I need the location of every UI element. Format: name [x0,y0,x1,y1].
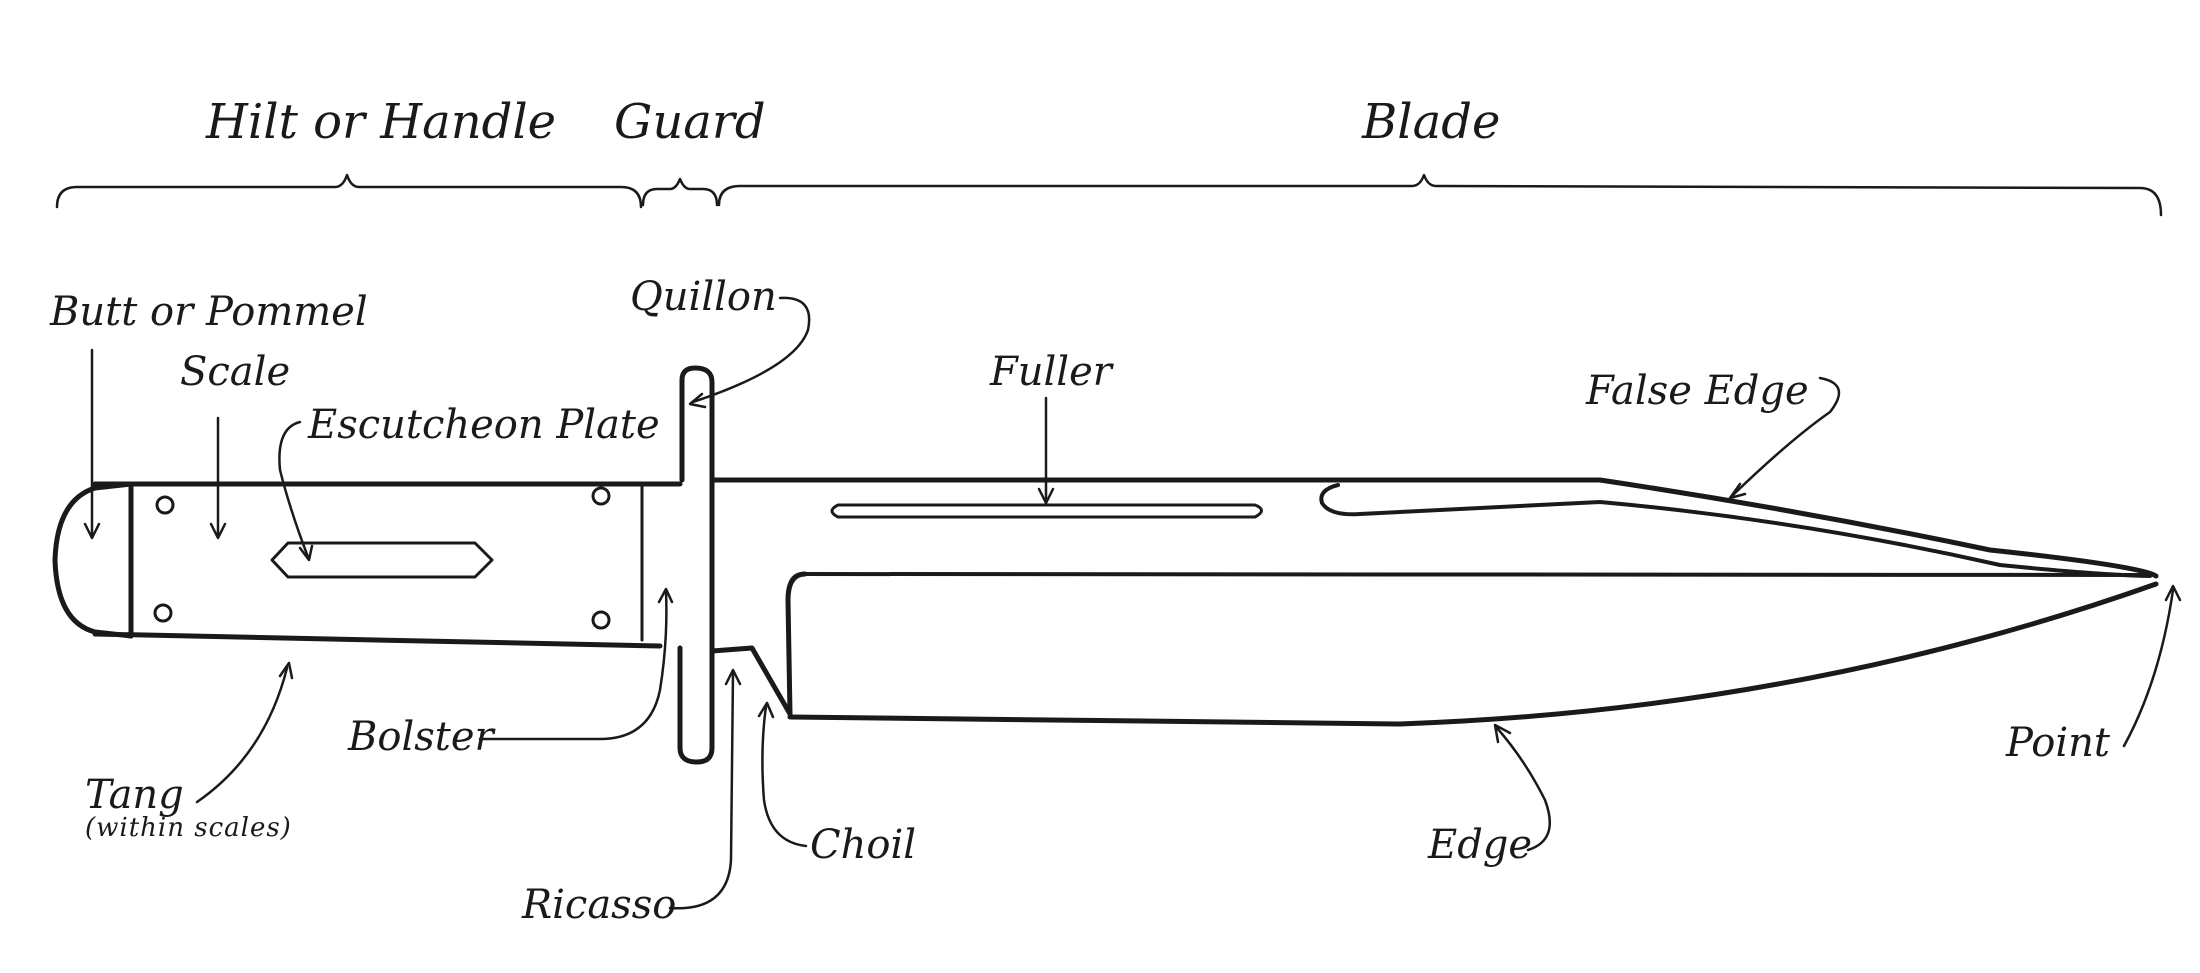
labels: Hilt or Handle Guard Blade Butt or Pomme… [49,94,2111,928]
label-escutcheon-plate: Escutcheon Plate [307,402,660,448]
section-label-guard: Guard [614,94,766,150]
label-point: Point [2005,720,2111,766]
scale-arrow [209,522,227,540]
label-false-edge: False Edge [1585,368,1809,414]
section-label-blade: Blade [1361,94,1500,150]
label-fuller: Fuller [989,349,1115,395]
guard-brace [641,177,719,207]
ricasso-shape [709,645,793,717]
blade-edge-line [787,581,2159,727]
rivet [591,486,611,506]
point-arrow [2164,584,2182,602]
choil-leader [761,704,808,848]
guard-shape [677,365,715,765]
blade-brace [717,173,2163,217]
rivet [153,603,173,623]
label-choil: Choil [810,822,916,868]
hilt-brace [55,173,643,209]
butt-arrow [83,522,101,540]
escutcheon-leader [278,420,310,559]
rivet [591,610,611,630]
false-edge-arrow [1728,482,1747,500]
label-scale: Scale [180,349,290,395]
section-label-hilt: Hilt or Handle [205,94,556,150]
ricasso-leader [668,670,735,910]
fuller-arrow [1037,487,1055,505]
escutcheon-arrow [298,544,314,562]
label-quillon: Quillon [630,274,777,320]
label-bolster: Bolster [347,714,497,760]
blade-spine [709,477,2159,579]
section-braces [55,173,2163,217]
quillon-arrow [688,392,707,409]
label-ricasso: Ricasso [521,882,676,928]
rivets [153,486,611,630]
label-tang-note: (within scales) [85,813,292,843]
edge-leader [1495,726,1552,852]
edge-arrow [1493,723,1512,744]
escutcheon-plate-shape [270,541,494,579]
ricasso-arrow [724,668,742,686]
false-edge-swage [1319,483,2152,578]
bolster-arrow [657,587,674,604]
quillon-leader [691,296,811,404]
choil-arrow [757,701,775,719]
bolster-leader [478,590,668,741]
label-butt-or-pommel: Butt or Pommel [49,289,368,335]
point-leader [2122,588,2175,748]
label-edge: Edge [1427,822,1532,868]
handle-bottom [92,631,663,649]
false-edge-leader [1731,376,1841,497]
bevel-grind-start [785,571,808,717]
knife [52,365,2159,765]
blade-bevel [803,572,2152,577]
rivet [155,495,175,515]
pommel [52,481,134,639]
tang-arrow [278,661,294,680]
leader-lines [83,296,2182,910]
tang-leader [195,666,289,804]
fuller-shape [830,503,1263,519]
label-tang: Tang [85,772,184,818]
